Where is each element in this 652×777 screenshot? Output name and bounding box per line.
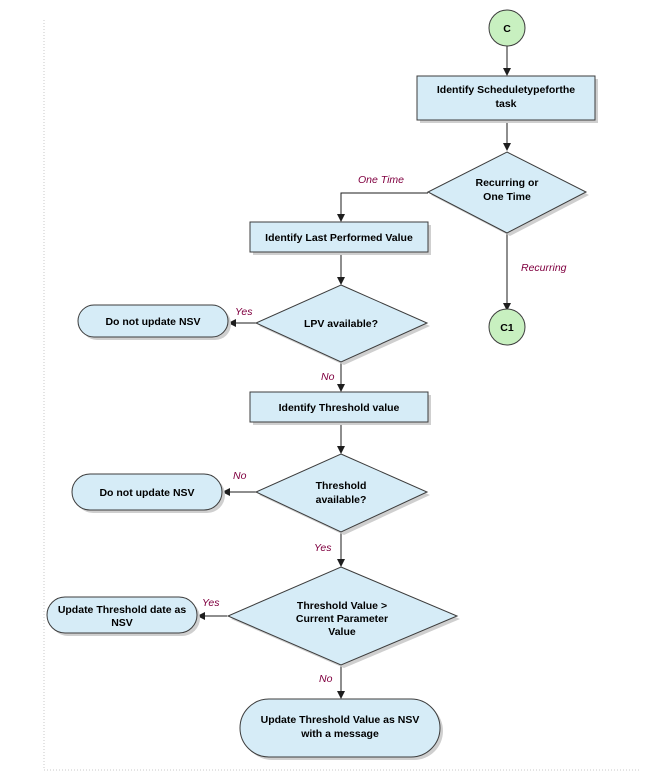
process-identify-lpv-label: Identify Last Performed Value xyxy=(265,232,413,244)
terminal-update-threshold-value: Update Threshold Value as NSV with a mes… xyxy=(239,698,443,760)
process-identify-schedule: Identify Scheduletypeforthe task xyxy=(416,75,598,123)
terminal-update-value-line2: with a message xyxy=(300,728,379,740)
terminal-do-not-update-2: Do not update NSV xyxy=(71,473,225,513)
label-threshold-yes: Yes xyxy=(314,542,332,554)
process-identify-schedule-line2: task xyxy=(495,98,516,110)
start-node-c-label: C xyxy=(503,23,511,35)
decision-compare-line1: Threshold Value > xyxy=(297,600,387,612)
label-compare-yes: Yes xyxy=(202,597,220,609)
decision-recurring-or-onetime: Recurring or One Time xyxy=(426,151,589,236)
edge-onetime xyxy=(337,192,428,222)
label-lpv-yes: Yes xyxy=(235,306,253,318)
decision-threshold-line1: Threshold xyxy=(316,480,367,492)
label-one-time: One Time xyxy=(358,174,404,186)
terminal-do-not-update-2-label: Do not update NSV xyxy=(99,487,194,499)
decision-compare-line2: Current Parameter xyxy=(296,613,388,625)
decision-lpv-available: LPV available? xyxy=(254,284,430,365)
decision-compare-line3: Value xyxy=(328,626,356,638)
process-identify-threshold: Identify Threshold value xyxy=(249,391,431,425)
terminal-update-date-line2: NSV xyxy=(111,617,133,629)
process-identify-lpv: Identify Last Performed Value xyxy=(249,221,431,255)
decision-threshold-greater: Threshold Value > Current Parameter Valu… xyxy=(226,566,460,668)
decision-recurring-line1: Recurring or xyxy=(475,177,538,189)
decision-recurring-line2: One Time xyxy=(483,191,531,203)
terminal-update-value-line1: Update Threshold Value as NSV xyxy=(261,714,420,726)
label-threshold-no: No xyxy=(233,470,247,482)
decision-threshold-available: Threshold available? xyxy=(254,453,430,535)
start-node-c: C xyxy=(488,9,526,47)
label-lpv-no: No xyxy=(321,371,335,383)
label-recurring: Recurring xyxy=(521,262,567,274)
label-compare-no: No xyxy=(319,673,333,685)
terminal-do-not-update-1: Do not update NSV xyxy=(77,304,231,340)
connector-node-c1-label: C1 xyxy=(500,322,514,334)
decision-lpv-label: LPV available? xyxy=(304,318,378,330)
terminal-update-threshold-date: Update Threshold date as NSV xyxy=(46,596,200,636)
process-identify-threshold-label: Identify Threshold value xyxy=(279,402,400,414)
process-identify-schedule-line1: Identify Scheduletypeforthe xyxy=(437,84,575,96)
terminal-do-not-update-1-label: Do not update NSV xyxy=(105,316,200,328)
decision-threshold-line2: available? xyxy=(316,494,367,506)
connector-node-c1: C1 xyxy=(488,308,526,346)
terminal-update-date-line1: Update Threshold date as xyxy=(58,604,187,616)
